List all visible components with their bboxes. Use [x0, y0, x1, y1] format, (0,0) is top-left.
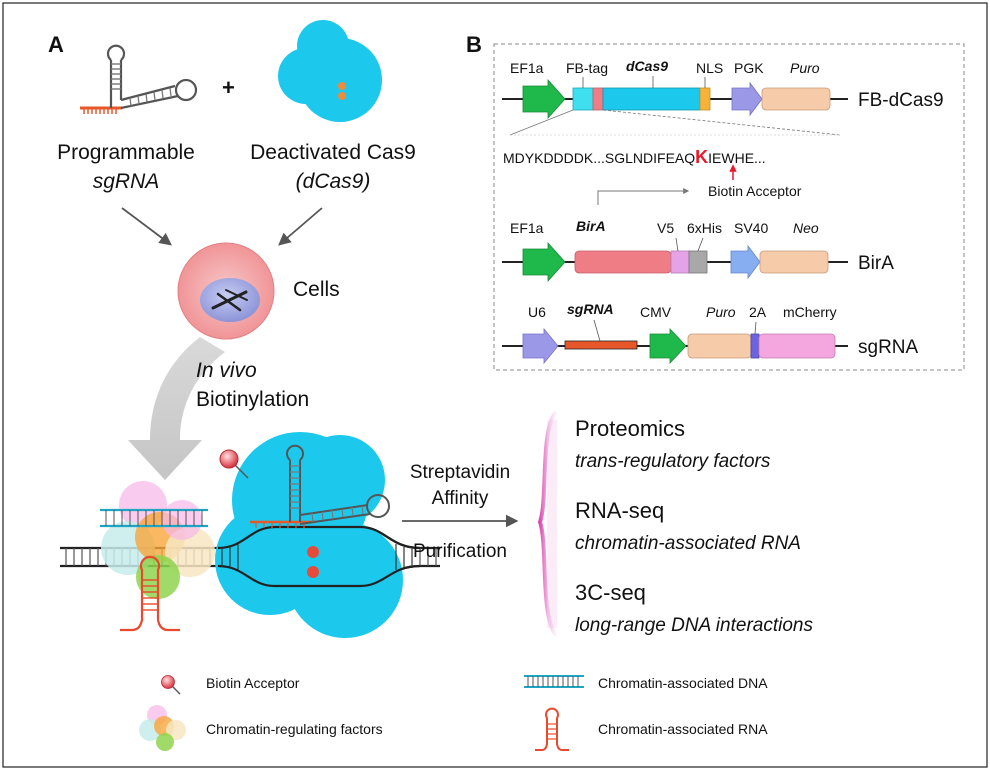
bira-v5-block: [670, 250, 690, 274]
biotinylation-label: Biotinylation: [196, 388, 309, 411]
fb-nls-block: [699, 87, 711, 111]
panel-b-box: [493, 43, 965, 371]
purification-line3: Purification: [413, 541, 507, 562]
bira-label-bira: BirA: [576, 218, 606, 234]
bira-ef1a-promoter: [522, 241, 566, 283]
bira-label-ef1a: EF1a: [510, 220, 544, 236]
arrow-dcas9-to-cell: [278, 207, 323, 246]
fb-label-puro: Puro: [790, 60, 820, 76]
fb-seq-k: K: [695, 147, 708, 167]
legend-biotin-icon: [161, 675, 175, 689]
bira-to-acceptor-arrow: [597, 188, 690, 205]
dcas9-icon: [278, 20, 382, 122]
fb-ef1a-promoter: [522, 78, 566, 120]
sg-label-2a: 2A: [749, 304, 767, 320]
sg-puro-block: [687, 333, 752, 359]
fb-sequence: MDYKDDDDK...SGLNDIFEAQKIEWHE...: [503, 147, 766, 167]
bira-construct-name: BirA: [858, 253, 894, 274]
fb-label-fbtag: FB-tag: [566, 60, 608, 76]
output-sub-proteomics: trans-regulatory factors: [575, 451, 771, 472]
dcas9-label-line2: (dCas9): [296, 170, 371, 193]
sg-sgrna-block: [564, 340, 638, 350]
fb-acceptor-block: [592, 87, 604, 111]
sg-label-puro: Puro: [706, 304, 736, 320]
panel-a-label: A: [48, 32, 64, 57]
bira-his-block: [688, 250, 708, 274]
fb-seq-post: IEWHE...: [708, 150, 766, 166]
purification-line1: Streptavidin: [410, 462, 510, 483]
sgrna-construct-name: sgRNA: [858, 337, 919, 358]
fb-pgk-promoter: [731, 81, 763, 117]
biotin-acceptor-label: Biotin Acceptor: [708, 183, 802, 199]
sg-label-sgrna: sgRNA: [567, 301, 614, 317]
sgrna-label-line1: Programmable: [57, 141, 195, 164]
cells-label: Cells: [293, 278, 340, 301]
sg-label-mcherry: mCherry: [783, 304, 837, 320]
biotinylation-arrow: [128, 337, 225, 480]
output-sub-3cseq: long-range DNA interactions: [575, 615, 813, 636]
output-title-3cseq: 3C-seq: [575, 580, 646, 605]
legend-rna-icon: [535, 707, 569, 751]
fb-dcas9-block: [602, 87, 701, 111]
output-title-rnaseq: RNA-seq: [575, 498, 664, 523]
fb-tag-block: [572, 87, 594, 111]
purification-line2: Affinity: [432, 488, 489, 509]
construct-bira: EF1a BirA V5 6xHis SV40 Neo BirA: [502, 218, 894, 283]
sg-label-u6: U6: [528, 304, 546, 320]
output-sub-rnaseq: chromatin-associated RNA: [575, 533, 801, 554]
plus-sign: +: [222, 75, 235, 100]
fb-label-ef1a: EF1a: [510, 60, 544, 76]
bira-label-his: 6xHis: [687, 220, 722, 236]
arrow-sgrna-to-cell: [121, 207, 173, 246]
fb-label-nls: NLS: [696, 60, 723, 76]
legend: Biotin Acceptor Chromatin-regulating fac…: [139, 675, 768, 751]
bira-label-neo: Neo: [793, 220, 819, 236]
sg-mcherry-block: [758, 333, 836, 359]
fb-construct-name: FB-dCas9: [858, 90, 944, 111]
sgrna-label-line2: sgRNA: [93, 170, 160, 193]
sg-cmv-promoter: [649, 327, 687, 365]
bira-label-v5: V5: [657, 220, 674, 236]
sg-u6-promoter: [522, 327, 559, 365]
output-bracket: [537, 410, 558, 637]
cell-icon: [177, 242, 275, 340]
sg-label-cmv: CMV: [640, 304, 672, 320]
legend-factors-label: Chromatin-regulating factors: [206, 721, 383, 737]
panel-b-label: B: [466, 32, 482, 57]
fb-puro-block: [761, 87, 831, 111]
legend-factors-icon: [139, 705, 186, 751]
construct-fb-dcas9: EF1a FB-tag dCas9 NLS PGK Puro FB-dCas9 …: [502, 58, 944, 180]
bira-neo-block: [759, 250, 829, 274]
output-title-proteomics: Proteomics: [575, 416, 685, 441]
construct-sgrna: U6 sgRNA CMV Puro 2A mCherry sgRNA: [502, 301, 919, 365]
fb-label-pgk: PGK: [734, 60, 764, 76]
invivo-label: In vivo: [196, 359, 257, 382]
bira-label-sv40: SV40: [734, 220, 768, 236]
legend-dna-icon: [524, 675, 584, 688]
bira-sv40-promoter: [730, 244, 761, 280]
legend-dna-label: Chromatin-associated DNA: [598, 675, 768, 691]
legend-biotin-label: Biotin Acceptor: [206, 675, 300, 691]
chromatin-complex: [60, 432, 440, 638]
dcas9-label-line1: Deactivated Cas9: [250, 141, 416, 164]
sgrna-icon: [80, 44, 198, 114]
fb-label-dcas9: dCas9: [626, 58, 668, 74]
sg-2a-block: [750, 333, 760, 359]
bira-block: [574, 250, 672, 274]
legend-rna-label: Chromatin-associated RNA: [598, 721, 768, 737]
fb-seq-pre: MDYKDDDDK...SGLNDIFEAQ: [503, 150, 695, 166]
